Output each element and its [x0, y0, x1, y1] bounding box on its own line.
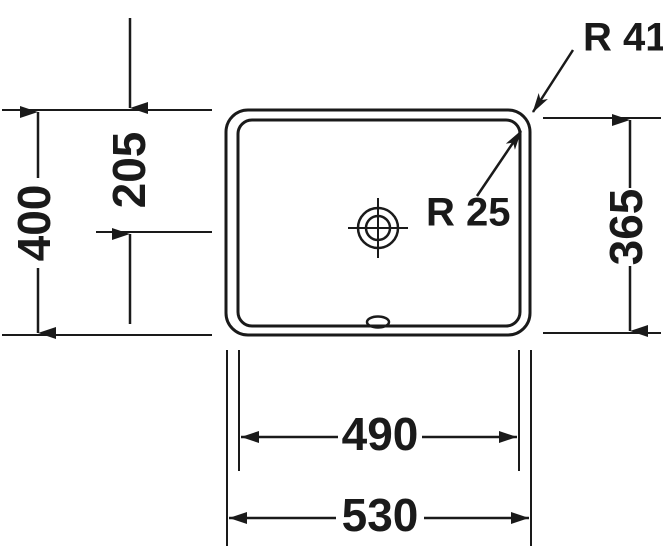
dimension-490: 490 — [241, 408, 517, 460]
radius-r25-label: R 25 — [426, 191, 511, 235]
drain-crosshair-symbol — [348, 198, 408, 258]
dimension-400: 400 — [8, 106, 60, 339]
basin-inner-bowl — [236, 118, 522, 328]
dimension-365-label: 365 — [600, 189, 652, 266]
dimension-490-label: 490 — [342, 408, 419, 460]
dimension-205: 205 — [103, 18, 155, 324]
radius-r41-leader-line — [531, 49, 575, 113]
radius-r25-leader-line — [475, 130, 523, 197]
basin-outline-group — [224, 108, 532, 337]
basin-outer-rim — [224, 108, 532, 337]
dimension-205-label: 205 — [103, 132, 155, 209]
dimension-530: 530 — [229, 489, 529, 541]
dimension-400-label: 400 — [8, 185, 60, 262]
overflow-oval — [365, 315, 391, 329]
bottom-extension-lines — [226, 350, 532, 546]
radius-r41-label: R 41 — [583, 16, 663, 60]
dimension-365: 365 — [600, 114, 652, 337]
radius-callout-r41: R 41 — [531, 16, 663, 113]
radius-callout-r25: R 25 — [426, 130, 523, 235]
dimension-530-label: 530 — [342, 489, 419, 541]
